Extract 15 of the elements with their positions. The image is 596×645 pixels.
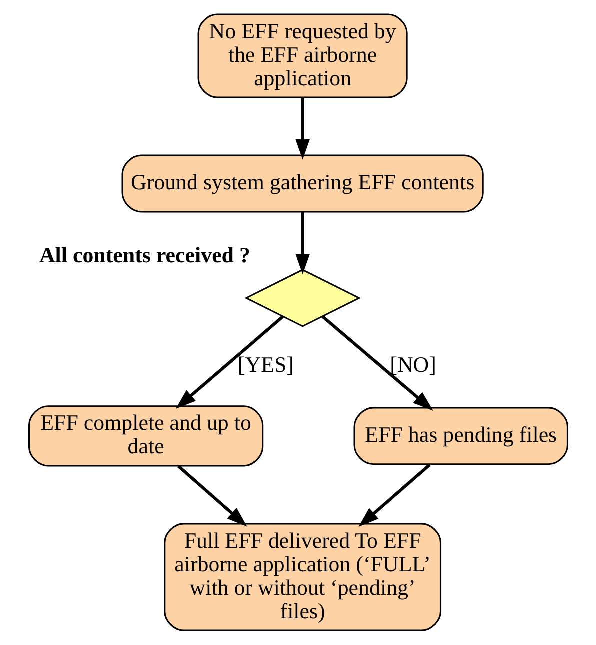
- arrow: [177, 465, 247, 527]
- edge-label: [NO]: [390, 352, 436, 378]
- node-box: Full EFF delivered To EFF airborne application (‘FULL’ with or without ‘pending’ files): [164, 523, 442, 632]
- arrow: [175, 316, 284, 409]
- node-box: Ground system gathering EFF contents: [121, 154, 484, 213]
- arrow: [295, 98, 310, 160]
- arrow: [295, 212, 310, 275]
- arrow: [321, 316, 433, 411]
- node-box: EFF complete and up to date: [28, 406, 264, 467]
- node-box: EFF has pending files: [353, 407, 568, 466]
- arrow: [358, 464, 430, 528]
- node-label: All contents received ?: [38, 242, 250, 268]
- edge-label: [YES]: [237, 352, 294, 378]
- node-box: No EFF requested by the EFF airborne application: [197, 14, 408, 98]
- node-diamond: [244, 269, 360, 328]
